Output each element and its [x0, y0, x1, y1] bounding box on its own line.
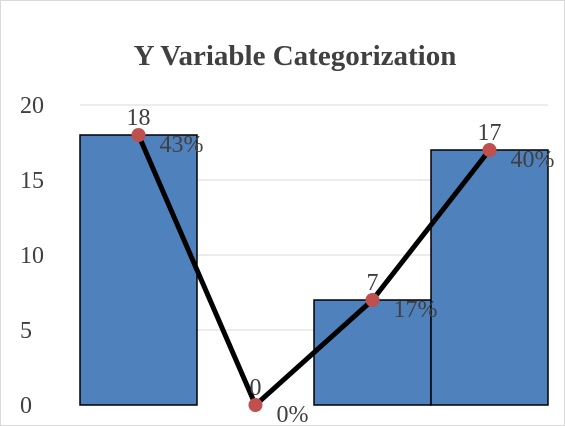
- bar-3: [430, 149, 549, 406]
- bar-0: [79, 134, 198, 406]
- y-axis-tick-labels: 0 5 10 15 20: [20, 93, 44, 419]
- percent-label-2: 17%: [394, 297, 438, 323]
- bar-data-labels: 18 0 7 17: [127, 105, 502, 401]
- line-data-labels: 43% 0% 17% 40%: [160, 132, 555, 426]
- bar-value-label-2: 7: [367, 270, 379, 296]
- line-point-2: [365, 293, 380, 307]
- line-point-1: [248, 398, 263, 412]
- bar-value-label-3: 17: [478, 120, 502, 146]
- y-tick-label-20: 20: [20, 93, 44, 119]
- bar-value-label-1: 0: [250, 375, 262, 401]
- y-tick-label-15: 15: [20, 168, 44, 194]
- percent-label-1: 0%: [277, 402, 309, 426]
- line-point-0: [131, 128, 146, 142]
- chart-title: Y Variable Categorization: [134, 40, 457, 72]
- y-tick-label-0: 0: [20, 393, 32, 419]
- bar-value-label-0: 18: [127, 105, 151, 131]
- line-series: [131, 128, 497, 412]
- percent-label-3: 40%: [511, 147, 555, 173]
- y-tick-label-5: 5: [20, 318, 32, 344]
- y-tick-label-10: 10: [20, 243, 44, 269]
- percent-label-0: 43%: [160, 132, 204, 158]
- line-series-path: [136, 134, 492, 408]
- line-point-3: [482, 143, 497, 157]
- bars: [79, 134, 549, 406]
